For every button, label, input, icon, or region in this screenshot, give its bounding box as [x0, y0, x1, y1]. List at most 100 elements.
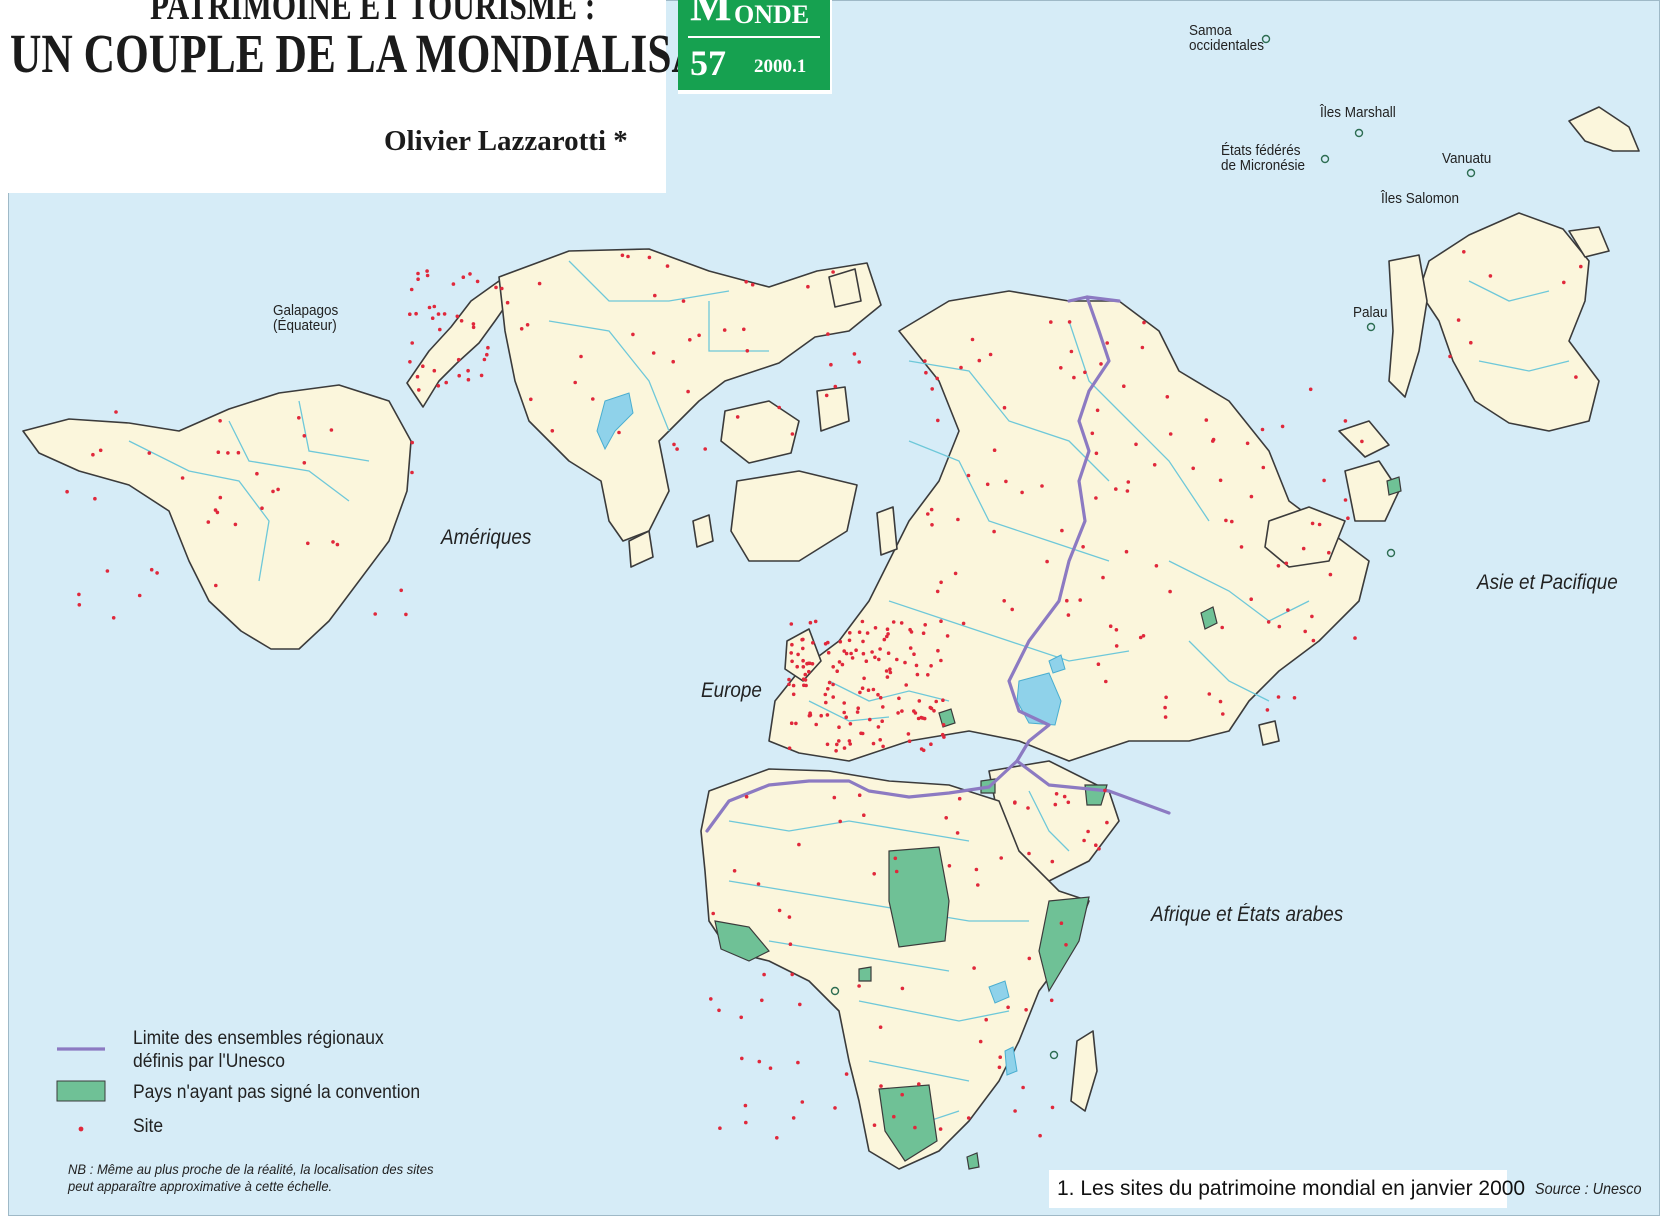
site-dot — [218, 419, 222, 423]
not-signed-somalia — [1038, 896, 1090, 993]
site-dot — [914, 663, 919, 668]
site-dot — [880, 719, 884, 723]
site-dot — [1105, 820, 1109, 825]
site-dot — [885, 675, 890, 679]
site-dot — [271, 489, 275, 494]
site-dot — [218, 495, 223, 500]
site-dot — [1081, 545, 1085, 549]
site-dot — [425, 269, 429, 273]
site-dot — [647, 255, 652, 260]
site-dot — [876, 725, 881, 729]
site-dot — [1066, 800, 1071, 805]
site-dot — [1059, 921, 1064, 925]
label-palau: Palau — [1353, 304, 1388, 321]
site-dot — [827, 680, 832, 685]
site-dot — [436, 384, 441, 388]
site-dot — [1066, 613, 1071, 617]
site-dot — [1140, 345, 1145, 350]
site-dot — [876, 692, 880, 697]
site-dot — [672, 442, 676, 447]
site-dot — [924, 370, 928, 375]
label-marshall: Îles Marshall — [1320, 104, 1396, 121]
site-dot — [945, 634, 950, 638]
site-dot — [709, 997, 713, 1001]
site-dot — [1163, 705, 1167, 710]
legend-site-symbol — [78, 1126, 84, 1132]
site-dot — [900, 709, 904, 713]
landmass-ellesmere — [828, 268, 862, 308]
site-dot — [399, 588, 404, 593]
site-dot — [831, 270, 835, 274]
site-dot — [717, 1008, 721, 1013]
site-dot — [425, 273, 430, 278]
site-dot — [1049, 998, 1054, 1003]
site-dot — [842, 746, 847, 750]
site-dot — [789, 721, 794, 725]
site-dot — [1103, 788, 1107, 793]
site-dot — [1311, 638, 1316, 643]
site-dot — [768, 1066, 773, 1070]
region-label-afrique-arabes: Afrique et États arabes — [1151, 903, 1344, 926]
site-dot — [665, 264, 670, 268]
site-dot — [923, 623, 927, 627]
site-dot — [847, 638, 852, 643]
site-dot — [842, 701, 846, 705]
site-dot — [213, 508, 218, 512]
landmass-iceland — [692, 514, 714, 548]
site-dot — [935, 589, 940, 594]
site-dot — [408, 312, 412, 317]
site-dot — [1245, 441, 1250, 446]
site-dot — [688, 338, 692, 342]
site-dot — [111, 616, 116, 620]
site-dot — [1261, 465, 1266, 470]
site-dot — [870, 650, 874, 654]
site-dot — [1207, 692, 1212, 696]
site-dot — [1224, 518, 1228, 523]
site-dot — [1002, 599, 1006, 603]
site-dot — [91, 452, 95, 457]
site-dot — [500, 286, 504, 291]
site-dot — [801, 658, 805, 663]
not-signed-asia-1 — [1200, 606, 1218, 630]
site-dot — [1065, 598, 1069, 603]
author-name: Olivier Lazzarotti * — [384, 125, 628, 157]
site-dot — [833, 384, 838, 389]
site-dot — [105, 569, 110, 573]
site-dot — [456, 357, 461, 362]
site-dot — [1360, 439, 1364, 444]
site-dot — [896, 711, 900, 715]
site-dot — [953, 571, 958, 576]
site-dot — [1191, 466, 1195, 471]
legend-not-signed-label: Pays n'ayant pas signé la convention — [133, 1082, 421, 1103]
site-dot — [1456, 318, 1461, 322]
site-dot — [862, 676, 866, 681]
site-dot — [819, 713, 823, 718]
site-dot — [903, 660, 907, 665]
site-dot — [900, 986, 905, 991]
site-dot — [1125, 489, 1130, 493]
site-dot — [1163, 715, 1168, 719]
site-dot — [626, 254, 630, 259]
site-dot — [805, 661, 809, 666]
site-dot — [671, 359, 675, 364]
site-dot — [803, 672, 808, 677]
site-dot — [1114, 644, 1119, 648]
site-dot — [871, 741, 876, 746]
site-dot — [787, 682, 791, 687]
site-dot — [591, 397, 595, 401]
site-dot — [848, 742, 852, 746]
site-dot — [1049, 320, 1053, 324]
site-dot — [1050, 1105, 1055, 1110]
site-dot — [620, 253, 625, 258]
site-dot — [1266, 620, 1271, 624]
site-dot — [789, 622, 794, 626]
site-dot — [260, 506, 264, 511]
legend-not-signed-symbol — [56, 1080, 106, 1102]
site-dot — [824, 700, 828, 705]
site-dot — [1211, 439, 1215, 443]
site-dot — [837, 725, 841, 729]
site-dot — [872, 1123, 877, 1127]
site-dot — [1059, 366, 1063, 370]
site-dot — [787, 746, 792, 750]
